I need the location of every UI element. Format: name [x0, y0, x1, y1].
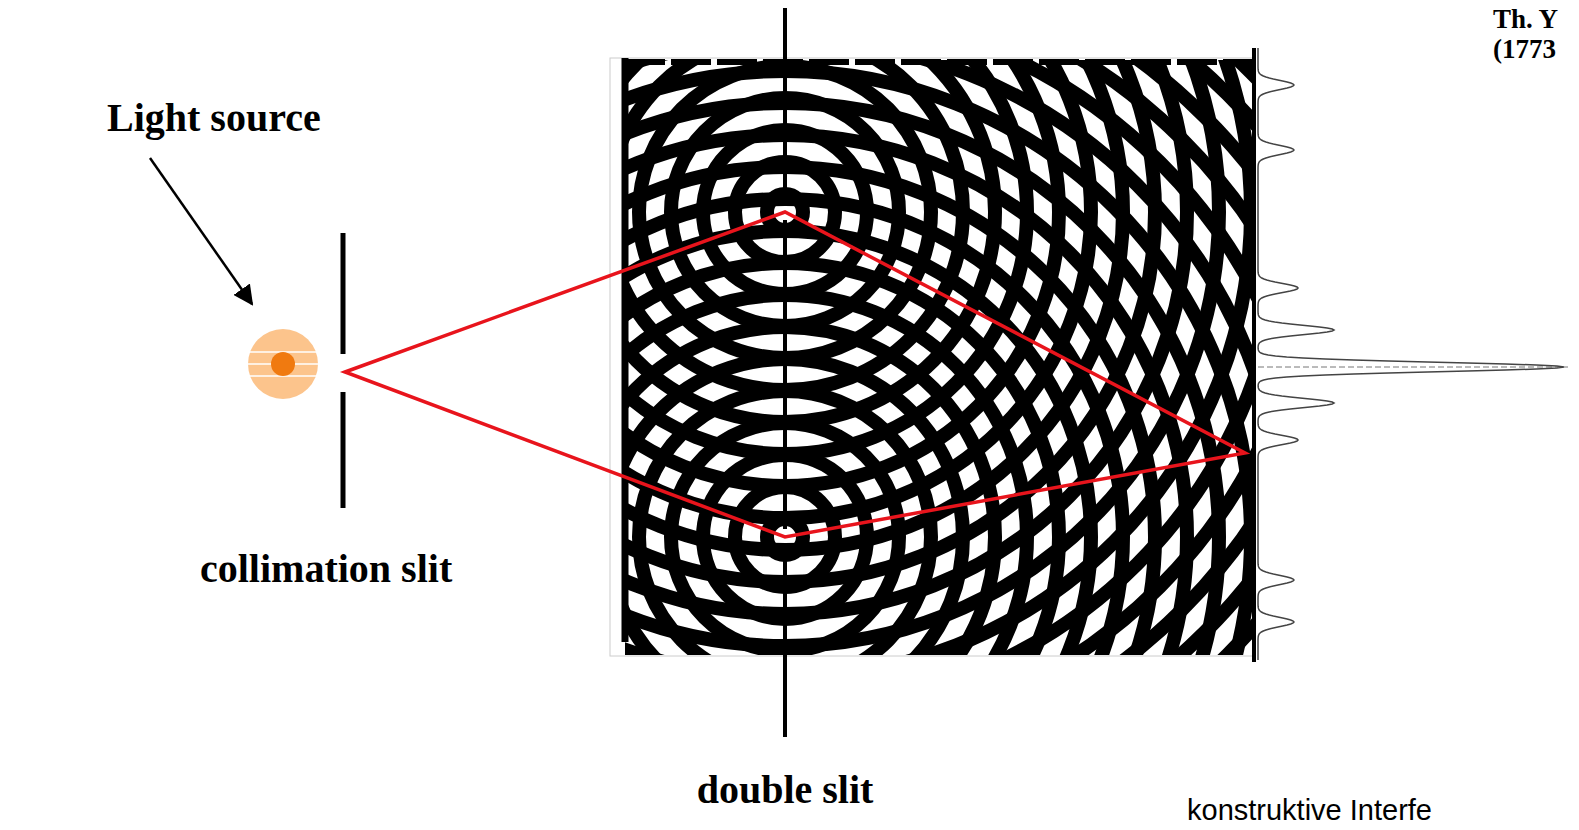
- wave-ring: [625, 60, 1253, 655]
- pointer-arrow: [150, 158, 252, 304]
- wave-ring: [625, 60, 1253, 655]
- date-label: (1773: [1493, 36, 1556, 63]
- wave-ring: [625, 60, 1253, 655]
- wave-ring: [625, 60, 1253, 655]
- wave-ring: [625, 60, 1253, 655]
- wave-ring: [625, 60, 1253, 655]
- wave-ring: [625, 60, 1253, 655]
- center-axis: [1258, 367, 1568, 368]
- wave-ring: [625, 60, 1253, 655]
- wave-ring: [625, 60, 1253, 655]
- light-source-core: [271, 352, 295, 376]
- double-slit-barrier: [783, 545, 787, 737]
- wave-ring: [625, 60, 1253, 655]
- wave-ring: [625, 60, 1253, 655]
- wave-ring: [625, 60, 1253, 655]
- double-slit-barrier: [783, 8, 787, 204]
- incoming-wavefront: [622, 58, 629, 642]
- wave-ring: [625, 359, 963, 655]
- double-slit-barrier: [783, 220, 787, 529]
- wave-ring: [625, 60, 1253, 655]
- light-source: [248, 329, 318, 399]
- wave-ring: [625, 60, 1253, 655]
- wave-ring: [625, 327, 995, 655]
- field-top-edge: [625, 59, 1253, 65]
- author-label: Th. Y: [1493, 6, 1558, 33]
- wave-ring: [625, 60, 1253, 655]
- wave-ring: [625, 60, 1253, 655]
- intensity-profile: [1258, 48, 1564, 660]
- collimation-slit: [341, 392, 346, 508]
- wave-ring: [625, 295, 1027, 655]
- wave-ring: [625, 60, 1253, 655]
- wave-rings: [625, 60, 1253, 655]
- wave-ring: [625, 60, 1253, 655]
- wave-ring: [625, 60, 1253, 655]
- wave-ring: [625, 60, 1253, 655]
- slit-label: double slit: [697, 770, 874, 810]
- wave-ring: [625, 60, 1253, 655]
- wave-ring: [625, 60, 1253, 655]
- wave-ring: [625, 60, 1253, 655]
- slit-label: collimation slit: [200, 549, 452, 589]
- wave-ring: [625, 135, 1187, 655]
- wave-ring: [625, 60, 1253, 655]
- wave-ring: [625, 60, 1253, 655]
- note-label: konstruktive Interfe: [1187, 796, 1432, 825]
- source-label: Light source: [107, 98, 321, 138]
- collimation-slit: [341, 233, 346, 354]
- screen: [1252, 48, 1256, 662]
- ray-paths: [345, 212, 1245, 537]
